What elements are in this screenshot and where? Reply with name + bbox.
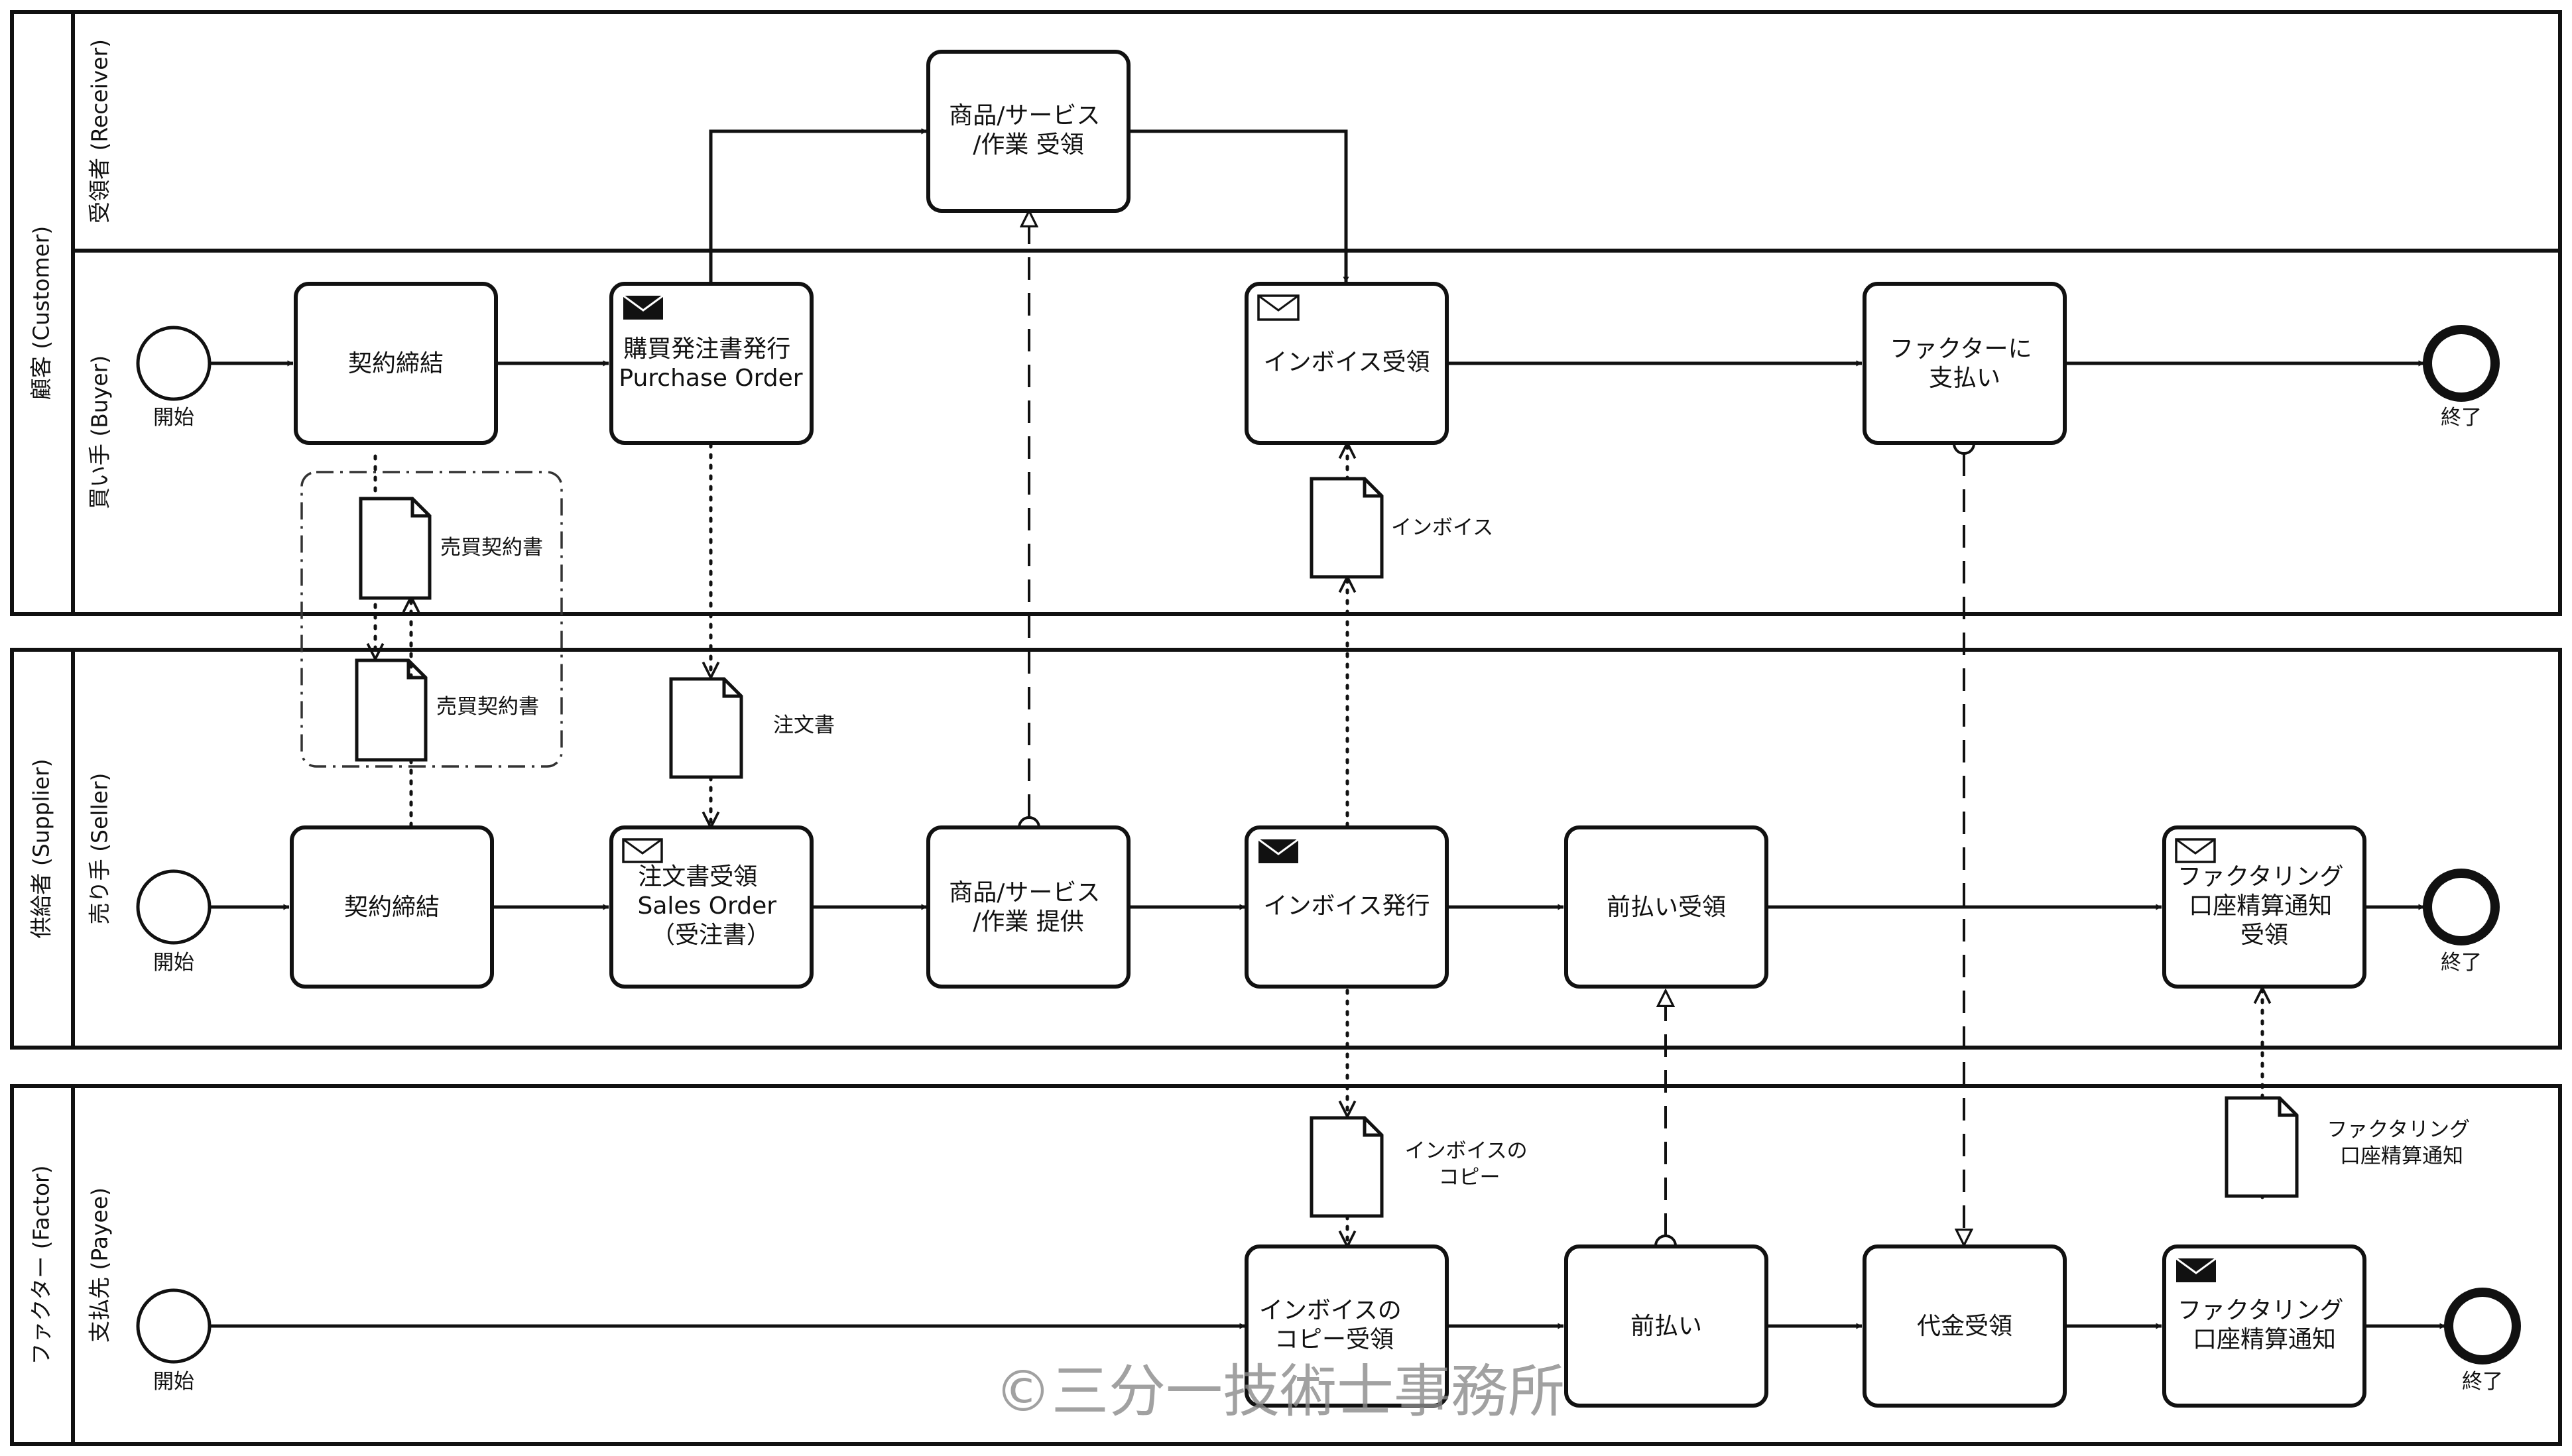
pool-label-customer: 顧客 (Customer) — [29, 226, 54, 400]
document-invoice-copy[interactable]: インボイスの コピー — [1310, 1116, 1534, 1218]
sequence-flows — [211, 128, 2446, 1329]
svg-text:商品/サービス /作業 受領: 商品/サービス /作業 受領 — [949, 102, 1108, 158]
task-send-settlement-notice[interactable]: ファクタリング 口座精算通知 — [2162, 1244, 2366, 1408]
task-po-line2: Purchase Order — [619, 365, 802, 392]
task-receive-sales-order[interactable]: 注文書受領 Sales Order （受注書） — [609, 825, 814, 989]
task-provide-goods-line2: /作業 提供 — [973, 908, 1084, 936]
task-sales-order-line1: 注文書受領 — [638, 863, 757, 890]
document-invoice-label: インボイス — [1391, 516, 1493, 540]
svg-text:注文書受領 Sales Order: 注文書受領 Sales Order （受注書） — [637, 863, 784, 949]
task-pay-factor-line1: ファクターに — [1890, 335, 2032, 363]
lane-label-payee: 支払先 (Payee) — [87, 1187, 113, 1343]
svg-text:ファクタリング 口座精算通知: ファクタリング 口座精算通知 — [2327, 1118, 2477, 1168]
task-receive-settlement-notice[interactable]: ファクタリング 口座精算通知 受領 — [2162, 825, 2366, 989]
end-label-seller: 終了 — [2441, 951, 2482, 975]
svg-text:ファクタリング 口座精算通知: ファクタリング 口座精算通知 — [2177, 1297, 2351, 1353]
task-pay-factor-line2: 支払い — [1929, 365, 2000, 392]
document-settlement-notice-line2: 口座精算通知 — [2340, 1144, 2463, 1168]
send-envelope-icon — [2175, 1257, 2217, 1282]
start-label-seller: 開始 — [153, 951, 194, 975]
document-contract-seller-label: 売買契約書 — [436, 695, 539, 719]
document-invoice-copy-line1: インボイスの — [1405, 1139, 1528, 1163]
task-receive-goods-line1: 商品/サービス — [949, 102, 1100, 129]
task-issue-invoice-label: インボイス発行 — [1264, 892, 1430, 920]
document-contract-buyer-label: 売買契約書 — [440, 536, 543, 560]
task-receive-prepayment[interactable]: 前払い受領 — [1564, 825, 1768, 989]
task-po-line1: 購買発注書発行 — [623, 335, 790, 363]
task-buyer-contract-label: 契約締結 — [348, 350, 444, 377]
document-contract-buyer[interactable]: 売買契約書 — [359, 497, 543, 600]
document-settlement-notice[interactable]: ファクタリング 口座精算通知 — [2225, 1096, 2477, 1198]
task-seller-contract-label: 契約締結 — [344, 894, 440, 921]
task-provide-goods-line1: 商品/サービス — [949, 879, 1100, 906]
task-receive-goods[interactable]: 商品/サービス /作業 受領 — [926, 50, 1131, 213]
document-order-label: 注文書 — [773, 713, 835, 737]
svg-text:インボイスの コピー受領: インボイスの コピー受領 — [1259, 1297, 1409, 1353]
task-receive-invoice[interactable]: インボイス受領 — [1245, 282, 1449, 445]
task-seller-contract[interactable]: 契約締結 — [290, 825, 494, 989]
pool-label-supplier: 供給者 (Supplier) — [29, 758, 54, 938]
task-settlement-notice-line1: ファクタリング — [2177, 1297, 2344, 1324]
start-event-payee[interactable]: 開始 — [136, 1288, 212, 1394]
svg-text:商品/サービス /作業 提供: 商品/サービス /作業 提供 — [949, 879, 1108, 936]
task-receive-prepayment-label: 前払い受領 — [1607, 894, 1726, 921]
receive-envelope-icon — [2175, 838, 2216, 863]
lane-label-receiver: 受領者 (Receiver) — [87, 39, 113, 223]
task-buyer-contract[interactable]: 契約締結 — [294, 282, 498, 445]
document-invoice-copy-line2: コピー — [1439, 1166, 1500, 1189]
end-label-payee: 終了 — [2462, 1370, 2503, 1394]
start-event-buyer[interactable]: 開始 — [136, 326, 212, 430]
svg-text:ファクタリング 口座精算通知 受領: ファクタリング 口座精算通知 受領 — [2177, 863, 2351, 949]
task-receive-payment[interactable]: 代金受領 — [1863, 1244, 2067, 1408]
task-issue-invoice[interactable]: インボイス発行 — [1245, 825, 1449, 989]
start-label-buyer: 開始 — [153, 406, 194, 430]
task-settlement-receive-line1: ファクタリング — [2177, 863, 2344, 890]
send-envelope-icon — [623, 294, 664, 320]
task-invoice-copy-line1: インボイスの — [1259, 1297, 1402, 1324]
start-label-payee: 開始 — [153, 1370, 194, 1394]
contract-group — [300, 471, 563, 768]
receive-envelope-icon — [622, 838, 663, 863]
send-envelope-icon — [1258, 838, 1299, 863]
task-settlement-notice-line2: 口座精算通知 — [2193, 1326, 2336, 1353]
task-issue-purchase-order[interactable]: 購買発注書発行 Purchase Order — [609, 282, 814, 445]
svg-text:インボイスの コピー: インボイスの コピー — [1405, 1139, 1534, 1189]
task-settlement-receive-line2: 口座精算通知 — [2189, 892, 2332, 920]
receive-envelope-icon — [1257, 294, 1300, 321]
start-event-seller[interactable]: 開始 — [136, 869, 212, 975]
copyright-watermark: ©三分一技術士事務所 — [995, 1359, 1565, 1425]
task-receive-invoice-copy[interactable]: インボイスの コピー受領 — [1245, 1244, 1449, 1408]
document-invoice[interactable]: インボイス — [1310, 477, 1493, 579]
task-prepayment-label: 前払い — [1630, 1313, 1702, 1340]
lane-label-seller: 売り手 (Seller) — [87, 773, 113, 925]
task-invoice-copy-line2: コピー受領 — [1274, 1326, 1394, 1353]
task-settlement-receive-line3: 受領 — [2240, 922, 2288, 949]
task-provide-goods[interactable]: 商品/サービス /作業 提供 — [926, 825, 1131, 989]
lane-label-buyer: 買い手 (Buyer) — [87, 355, 113, 509]
svg-text:購買発注書発行 Purchase Order: 購買発注書発行 Purchase Order — [619, 335, 802, 392]
task-receive-payment-label: 代金受領 — [1917, 1313, 2012, 1340]
end-label-buyer: 終了 — [2441, 406, 2482, 430]
document-order[interactable]: 注文書 — [669, 677, 835, 779]
end-event-payee[interactable]: 終了 — [2444, 1288, 2521, 1394]
task-receive-invoice-label: インボイス受領 — [1264, 349, 1430, 376]
document-settlement-notice-line1: ファクタリング — [2327, 1118, 2470, 1142]
end-event-buyer[interactable]: 終了 — [2423, 325, 2500, 430]
task-receive-goods-line2: /作業 受領 — [973, 131, 1084, 158]
end-event-seller[interactable]: 終了 — [2423, 869, 2500, 975]
task-sales-order-line3: （受注書） — [651, 922, 770, 949]
task-sales-order-line2: Sales Order — [637, 892, 776, 920]
pool-label-factor: ファクター (Factor) — [29, 1166, 54, 1365]
document-contract-seller[interactable]: 売買契約書 — [355, 658, 539, 762]
task-prepayment[interactable]: 前払い — [1564, 1244, 1768, 1408]
svg-text:ファクターに 支払い: ファクターに 支払い — [1890, 335, 2040, 392]
task-pay-factor[interactable]: ファクターに 支払い — [1863, 282, 2067, 445]
